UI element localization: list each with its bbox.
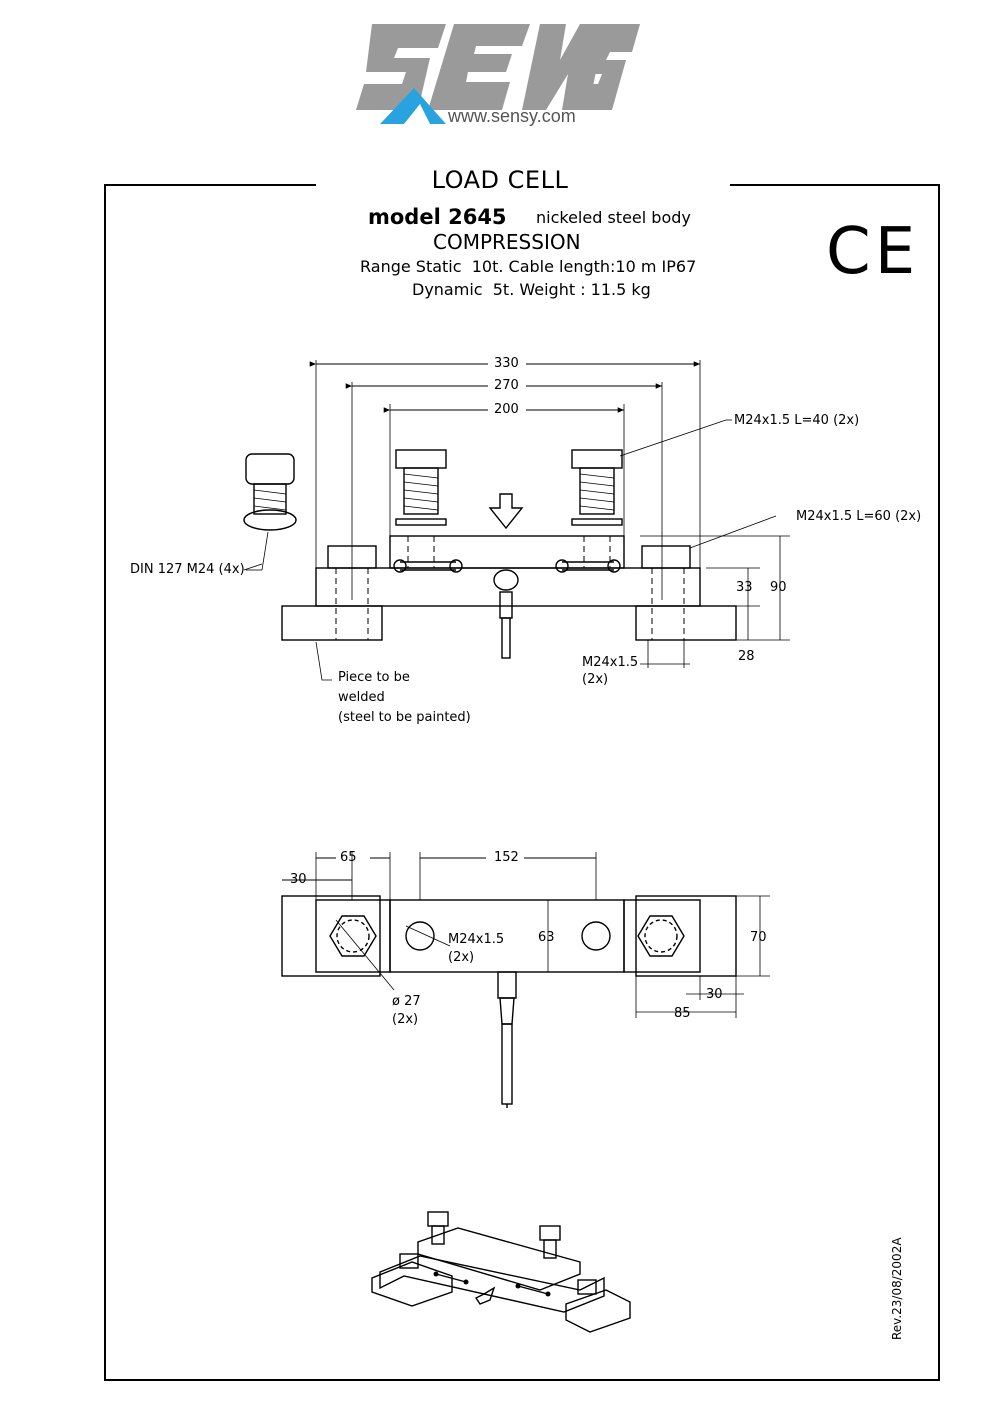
dim-33: 33: [736, 580, 753, 595]
body-description: nickeled steel body: [536, 208, 691, 227]
dim-330: 330: [494, 356, 519, 371]
piece-label-3: (steel to be painted): [338, 710, 471, 725]
ce-mark: CE: [826, 215, 920, 289]
dim-152: 152: [494, 850, 519, 865]
dim-30-right: 30: [706, 987, 723, 1002]
thread-label: M24x1.5: [582, 655, 639, 670]
dim-270: 270: [494, 378, 519, 393]
frame-top-left: [104, 184, 316, 186]
sensy-logo: [356, 24, 640, 124]
spec-line-2: Dynamic 5t. Weight : 11.5 kg: [412, 280, 651, 299]
piece-label-1: Piece to be: [338, 670, 410, 685]
hole-label: M24x1.5: [448, 932, 505, 947]
dim-85: 85: [674, 1006, 691, 1021]
dim-28: 28: [738, 649, 755, 664]
revision-label: Rev.23/08/2002A: [890, 1237, 904, 1340]
drawing-frame: [104, 185, 940, 1381]
hole-count: (2x): [448, 950, 475, 965]
piece-label-2: welded: [338, 690, 385, 705]
bolt-side-label: M24x1.5 L=60 (2x): [796, 509, 922, 524]
thread-count: (2x): [582, 672, 609, 687]
load-mode: COMPRESSION: [433, 230, 581, 254]
brand-url: www.sensy.com: [448, 106, 576, 126]
model-number: model 2645: [368, 205, 507, 229]
dim-30-left: 30: [290, 872, 307, 887]
frame-top-right: [730, 184, 940, 186]
dim-90: 90: [770, 580, 787, 595]
washer-label: DIN 127 M24 (4x): [130, 562, 245, 577]
dim-200: 200: [494, 402, 519, 417]
dim-65: 65: [340, 850, 357, 865]
spec-line-1: Range Static 10t. Cable length:10 m IP67: [360, 257, 697, 276]
page-title: LOAD CELL: [431, 166, 569, 194]
dim-63: 63: [538, 930, 555, 945]
diameter-label: ø 27: [392, 994, 421, 1009]
dim-70: 70: [750, 930, 767, 945]
bolt-top-label: M24x1.5 L=40 (2x): [734, 413, 860, 428]
diameter-count: (2x): [392, 1012, 419, 1027]
